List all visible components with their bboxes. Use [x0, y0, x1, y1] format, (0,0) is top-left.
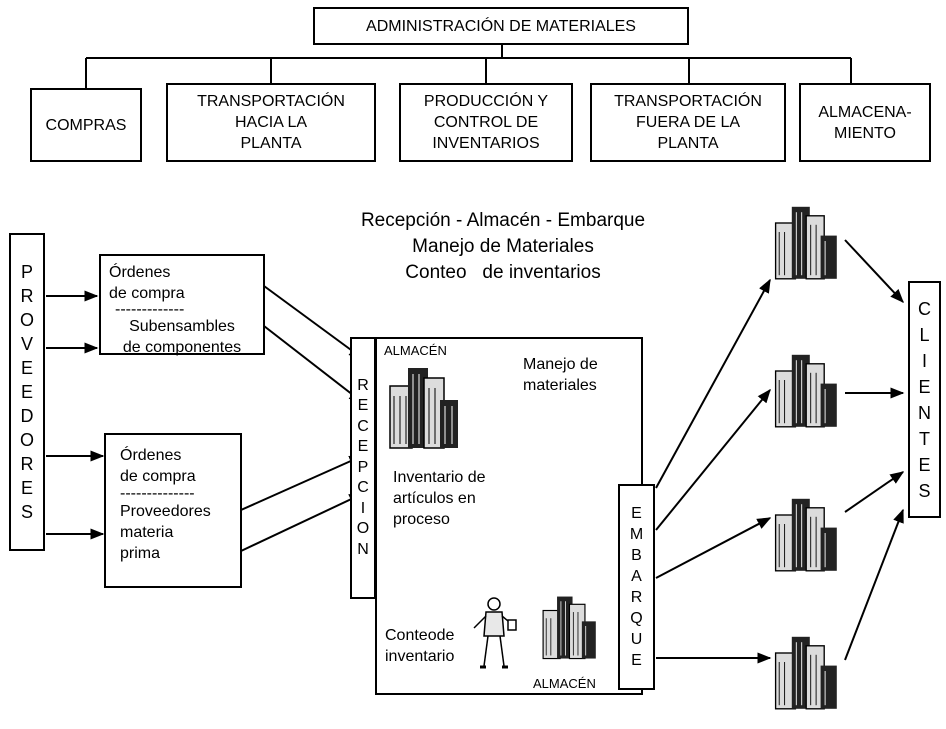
arrow-ship-building-2: [655, 388, 771, 531]
orders-text: Subensambles de componentes: [122, 318, 242, 356]
orders-text: Órdenes de compra: [109, 264, 185, 302]
reception-letter: C: [357, 479, 369, 497]
handling-label: Manejo de materiales: [523, 356, 598, 394]
function-box-production: PRODUCCIÓN Y CONTROL DE INVENTARIOS: [399, 83, 573, 162]
reception-letter: N: [357, 540, 369, 558]
suppliers-letter: S: [20, 502, 33, 522]
orders-text: Órdenes de compra: [120, 447, 196, 485]
building-icon: [774, 206, 837, 280]
activities-line-2: Manejo de Materiales: [412, 236, 594, 257]
arrow-orders-reception-4: [240, 493, 364, 552]
building-icon: [774, 498, 837, 572]
function-label: PRODUCCIÓN Y CONTROL DE INVENTARIOS: [423, 93, 549, 152]
arrow-building-client-3: [844, 471, 905, 513]
counting-label: Conteode inventario: [385, 627, 455, 665]
function-label: COMPRAS: [45, 116, 127, 134]
orders-box-bottom: Órdenes de compra -------------- Proveed…: [104, 433, 242, 588]
clients-letter: C: [918, 298, 931, 319]
clients-letter: N: [918, 402, 931, 423]
orders-separator: -------------: [115, 301, 185, 318]
orders-separator: --------------: [120, 485, 195, 502]
shipping-letter: E: [631, 505, 642, 522]
shipping-letter: E: [631, 652, 642, 669]
suppliers-letter: E: [20, 478, 33, 498]
function-box-compras: COMPRAS: [30, 88, 142, 162]
suppliers-letter: D: [20, 406, 34, 426]
wip-label: Inventario de artículos en proceso: [393, 469, 486, 528]
arrow-building-client-4: [844, 508, 904, 661]
suppliers-letter: R: [20, 454, 34, 474]
suppliers-letter: E: [20, 358, 33, 378]
shipping-letter: M: [629, 526, 644, 543]
suppliers-letter: R: [20, 286, 34, 306]
building-icon: [389, 368, 458, 449]
reception-letter: E: [357, 397, 369, 415]
function-label: TRANSPORTACIÓN HACIA LA PLANTA: [197, 93, 345, 152]
clients-letter: E: [918, 376, 931, 397]
clients-letter: S: [918, 480, 931, 501]
shipping-letter: R: [630, 589, 643, 606]
function-box-transport-in: TRANSPORTACIÓN HACIA LA PLANTA: [166, 83, 376, 162]
suppliers-letter: O: [19, 430, 34, 450]
arrow-building-client-1: [844, 239, 904, 304]
shipping-letter: Q: [630, 610, 643, 627]
header-title-box: ADMINISTRACIÓN DE MATERIALES: [313, 7, 689, 45]
building-icon: [774, 354, 837, 428]
reception-letter: C: [357, 417, 369, 435]
clients-letter: I: [921, 350, 927, 371]
shipping-letter: B: [631, 547, 642, 564]
shipping-letter: A: [631, 568, 642, 585]
orders-box-top: Órdenes de compra ------------- Subensam…: [99, 254, 265, 356]
arrow-orders-reception-1: [263, 285, 364, 359]
worker-icon: [473, 597, 517, 669]
suppliers-letter: O: [19, 310, 34, 330]
activities-caption: Recepción - Almacén - Embarque Manejo de…: [326, 208, 680, 286]
suppliers-letter: P: [20, 262, 33, 282]
clients-letter: E: [918, 454, 931, 475]
arrow-ship-building-3: [655, 517, 772, 579]
activities-line-3: Conteo de inventarios: [405, 262, 601, 283]
building-icon: [774, 636, 837, 710]
function-label: ALMACENA- MIENTO: [818, 103, 912, 142]
suppliers-letter: E: [20, 382, 33, 402]
warehouse-label-top: ALMACÉN: [384, 343, 447, 358]
activities-line-1: Recepción - Almacén - Embarque: [360, 210, 646, 231]
clients-letter: T: [919, 428, 930, 449]
function-label: TRANSPORTACIÓN FUERA DE LA PLANTA: [614, 93, 762, 152]
arrow-orders-reception-3: [240, 455, 364, 511]
suppliers-letter: V: [20, 334, 33, 354]
shipping-letter: U: [630, 631, 643, 648]
orders-text: Proveedores materia prima: [120, 503, 211, 562]
function-box-storage: ALMACENA- MIENTO: [799, 83, 931, 162]
warehouse-label-bottom: ALMACÉN: [533, 676, 596, 691]
building-icon: [542, 596, 596, 660]
clients-letter: L: [919, 324, 930, 345]
reception-letter: R: [357, 376, 369, 394]
arrow-orders-reception-2: [263, 325, 364, 403]
reception-letter: P: [357, 458, 369, 476]
reception-letter: I: [360, 499, 366, 517]
header-title: ADMINISTRACIÓN DE MATERIALES: [366, 17, 636, 35]
reception-letter: E: [357, 438, 369, 456]
arrow-ship-building-1: [655, 278, 771, 489]
reception-letter: O: [356, 520, 370, 538]
function-box-transport-out: TRANSPORTACIÓN FUERA DE LA PLANTA: [590, 83, 786, 162]
